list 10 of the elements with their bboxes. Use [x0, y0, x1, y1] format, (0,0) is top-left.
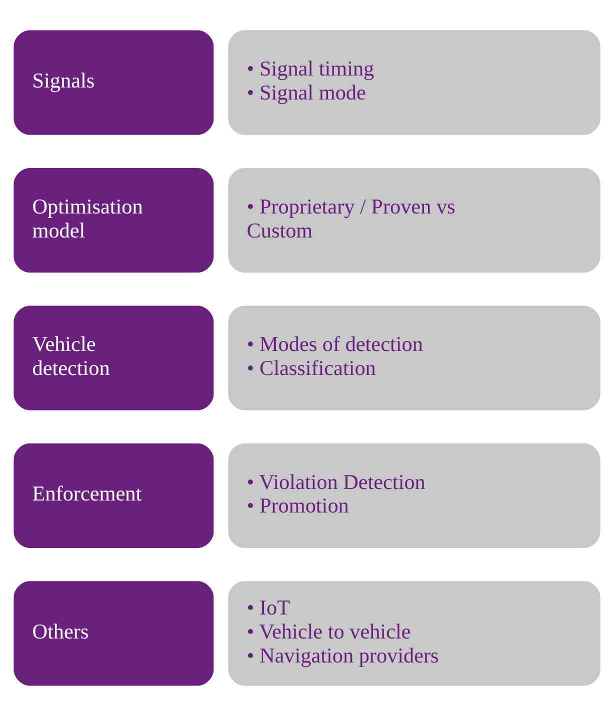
- node-box: • IoT • Vehicle to vehicle • Navigation providers: [228, 580, 600, 686]
- node-box: Optimisation model: [14, 168, 214, 272]
- node-box: Enforcement: [14, 442, 214, 548]
- node-box: • Modes of detection • Classification: [228, 305, 600, 410]
- node-box: Signals: [14, 30, 214, 134]
- node-box: • Proprietary / Proven vs Custom: [228, 168, 600, 272]
- node-box: Vehicle detection: [14, 305, 214, 410]
- node-box: • Signal timing • Signal mode: [228, 30, 600, 134]
- node-box: • Violation Detection • Promotion: [228, 442, 600, 548]
- node-box: Others: [14, 580, 214, 686]
